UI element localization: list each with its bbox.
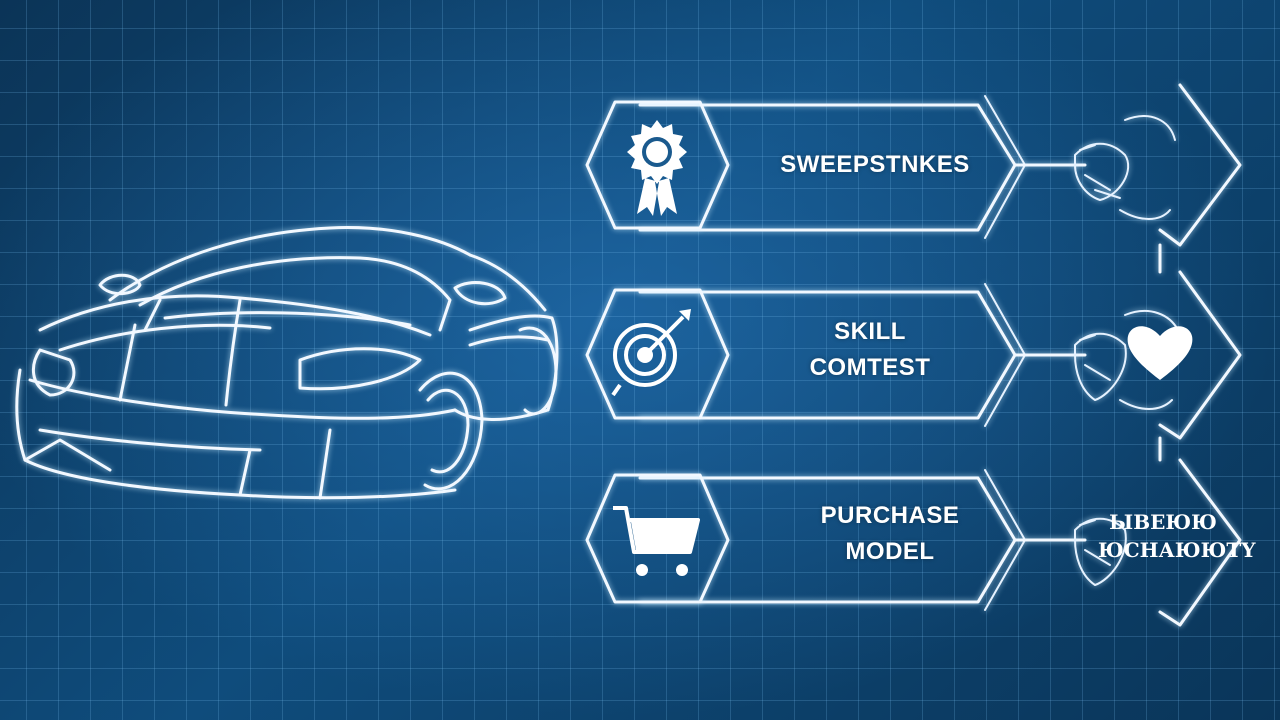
charity-outcome-label: ЫВЕЮЮ ЮСНАЮЮTY: [1098, 508, 1256, 564]
skill-contest-line-2: COMTEST: [809, 354, 931, 381]
outcome-chevron-2: [1158, 270, 1242, 440]
sweepstakes-label: SWEEPSTNKES: [780, 151, 970, 178]
award-ribbon-icon: [627, 120, 687, 216]
purchase-model-line-1: PURCHASE: [820, 502, 960, 529]
skill-contest-label: SKILL COMTEST: [790, 314, 950, 386]
charity-line-1: ЫВЕЮЮ: [1109, 510, 1217, 534]
target-icon: [611, 309, 691, 397]
outcome-chevron-1: [1158, 83, 1242, 247]
hex-frame-1: [585, 100, 730, 230]
heart-icon: [1127, 326, 1193, 380]
handshake-icon: [1074, 517, 1127, 586]
handshake-icon: [1074, 115, 1176, 220]
shopping-cart-icon: [613, 506, 700, 576]
hex-frame-3: [585, 473, 730, 604]
charity-line-2: ЮСНАЮЮTY: [1098, 538, 1256, 562]
heart-handshake-icon: [1074, 310, 1179, 410]
purchase-model-label: PURCHASE MODEL: [790, 498, 990, 570]
outcome-chevron-3: [1158, 458, 1242, 627]
purchase-model-line-2: MODEL: [845, 538, 935, 565]
hex-frame-2: [585, 288, 730, 420]
skill-contest-line-1: SKILL: [834, 318, 906, 345]
